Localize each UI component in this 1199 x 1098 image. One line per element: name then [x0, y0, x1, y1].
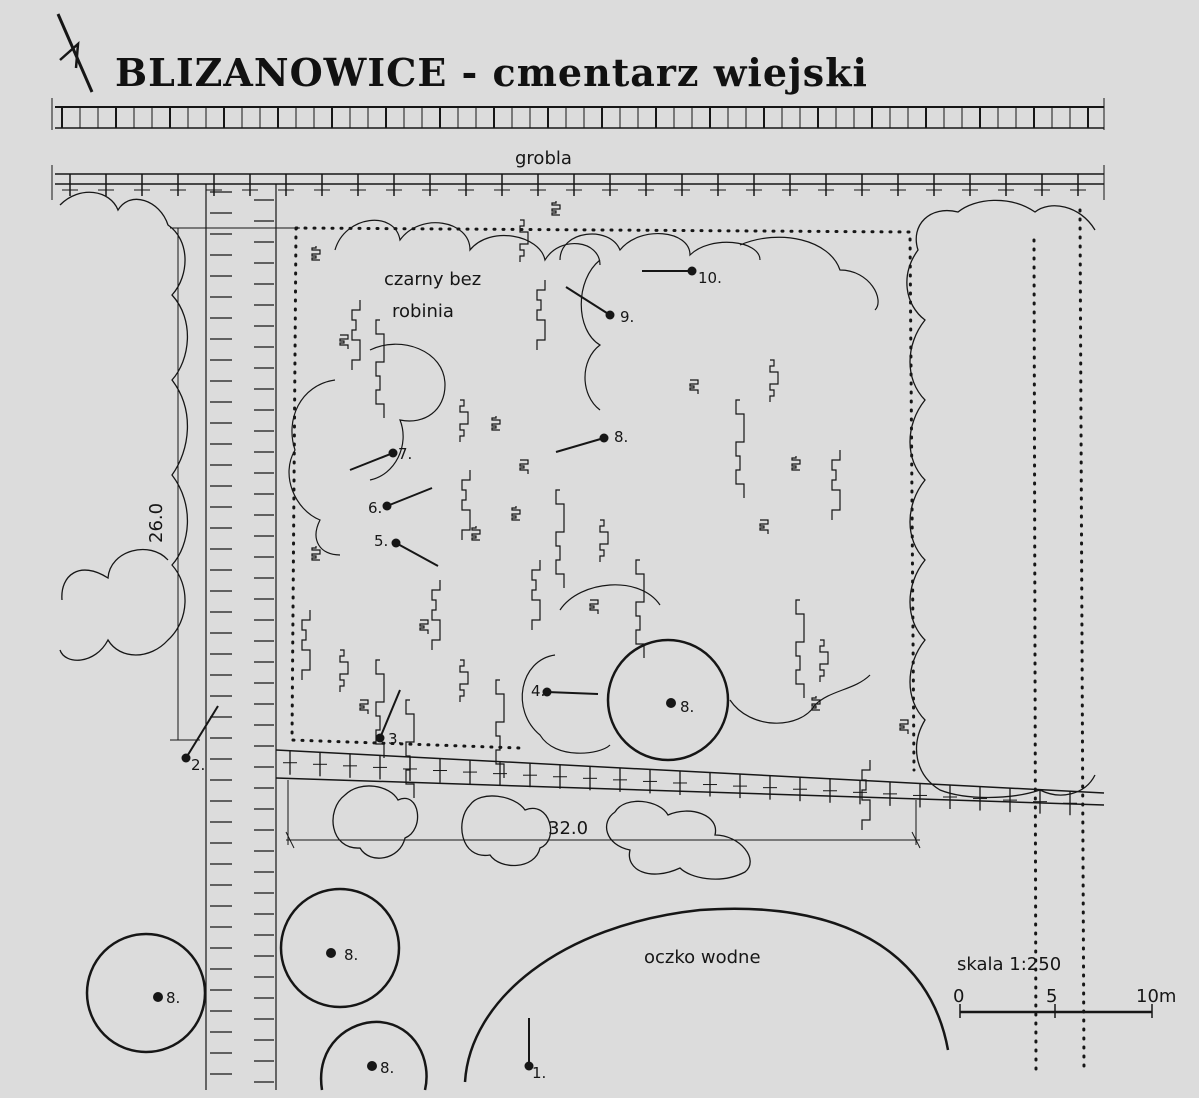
svg-text:8.: 8.: [166, 989, 180, 1007]
tree-8-lower: 8.: [319, 1020, 428, 1091]
scale-tick-10: 10m: [1136, 986, 1176, 1007]
marker-5: 5.: [374, 532, 439, 567]
svg-text:8.: 8.: [380, 1059, 394, 1077]
shrub-clusters: [301, 201, 909, 830]
svg-text:1.: 1.: [532, 1064, 546, 1082]
svg-text:6.: 6.: [368, 499, 382, 517]
bushes-below-path: [332, 785, 751, 880]
vertical-path: [205, 184, 277, 1090]
monument-markers: 1. 2. 3. 4. 5. 6. 7. 8. 9. 10.: [181, 266, 722, 1082]
tree-canopies: [288, 219, 879, 754]
marker-6: 6.: [368, 487, 433, 517]
marker-10: 10.: [642, 266, 722, 287]
scale-bar: skala 1:250 0 5 10m: [953, 954, 1176, 1018]
tree-8-mid-bottom: 8.: [279, 887, 401, 1009]
marker-9: 9.: [565, 286, 634, 326]
svg-text:10.: 10.: [698, 269, 722, 287]
grobla-label: grobla: [515, 148, 572, 169]
pond-label: oczko wodne: [644, 947, 761, 968]
marker-2: 2.: [181, 705, 219, 774]
grobla-dyke: [51, 98, 1105, 200]
marker-7: 7.: [349, 445, 412, 471]
plan-title: BLIZANOWICE - cmentarz wiejski: [115, 50, 868, 95]
robinia-label: robinia: [392, 301, 454, 322]
svg-text:8.: 8.: [680, 698, 694, 716]
marker-4: 4.: [531, 682, 599, 700]
marker-1: 1.: [524, 1018, 546, 1082]
svg-text:4.: 4.: [531, 682, 545, 700]
bottom-path: [275, 749, 1105, 816]
scale-tick-0: 0: [953, 986, 964, 1007]
tree-8-left-bottom: 8.: [85, 932, 207, 1054]
czarny-bez-label: czarny bez: [384, 269, 481, 290]
left-hedge: [59, 191, 189, 661]
svg-text:2.: 2.: [191, 756, 205, 774]
svg-text:5.: 5.: [374, 532, 388, 550]
tree-8-center: 8.: [606, 638, 730, 762]
cemetery-boundary: [290, 226, 916, 772]
right-hedge: [906, 199, 1096, 799]
dimension-height-label: 26.0: [146, 503, 167, 543]
svg-text:3.: 3.: [388, 730, 402, 748]
scale-tick-5: 5: [1046, 986, 1057, 1007]
marker-8: 8.: [555, 428, 628, 453]
dimension-lines: [170, 227, 921, 849]
svg-text:9.: 9.: [620, 308, 634, 326]
dimension-width-label: 32.0: [548, 818, 588, 839]
scale-label: skala 1:250: [957, 954, 1061, 975]
svg-text:8.: 8.: [344, 946, 358, 964]
svg-text:7.: 7.: [398, 445, 412, 463]
svg-text:8.: 8.: [614, 428, 628, 446]
marker-3: 3.: [375, 689, 402, 748]
north-arrow-icon: [56, 13, 94, 93]
pond: [463, 907, 950, 1083]
